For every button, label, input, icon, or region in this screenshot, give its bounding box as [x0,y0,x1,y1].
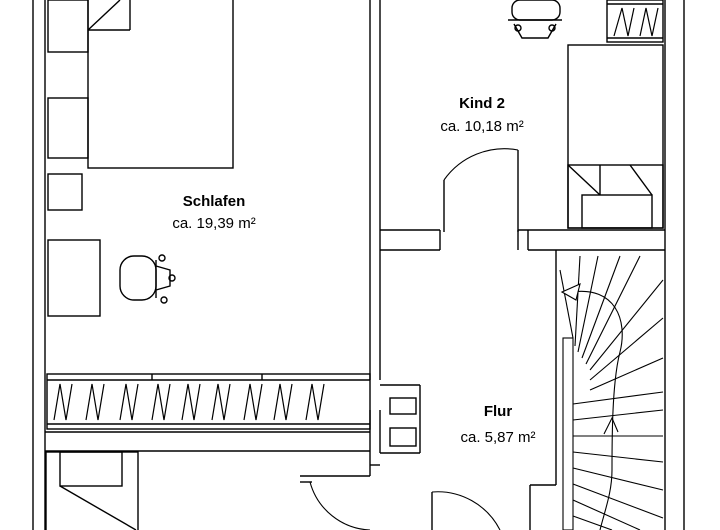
wardrobe [46,373,371,430]
room-name: Kind 2 [459,95,505,112]
desk-chair [119,254,176,304]
room-name: Schlafen [183,193,246,210]
kind2-wardrobe [606,0,664,43]
lower-door-left [300,481,371,530]
lower-bed [45,451,139,530]
room-area: ca. 10,18 m² [440,118,523,135]
nightstand-small [47,173,83,211]
desk [47,239,101,317]
kind2-bed [567,44,664,229]
room-area: ca. 19,39 m² [172,215,255,232]
kind2-chair [508,0,562,39]
room-label-schlafen: Schlafen ca. 19,39 m² [172,193,255,232]
room-label-kind2: Kind 2 ca. 10,18 m² [440,95,523,135]
lower-door-right [431,491,501,530]
room-area: ca. 5,87 m² [460,429,535,446]
exterior-walls [32,0,685,530]
room-label-flur: Flur ca. 5,87 m² [460,403,535,446]
double-bed [87,0,234,169]
shoe-shelf [389,397,417,447]
staircase [559,255,664,530]
kind2-door [443,148,519,232]
room-name: Flur [484,403,512,420]
nightstand-left-top [47,0,89,159]
interior-walls [300,0,665,530]
